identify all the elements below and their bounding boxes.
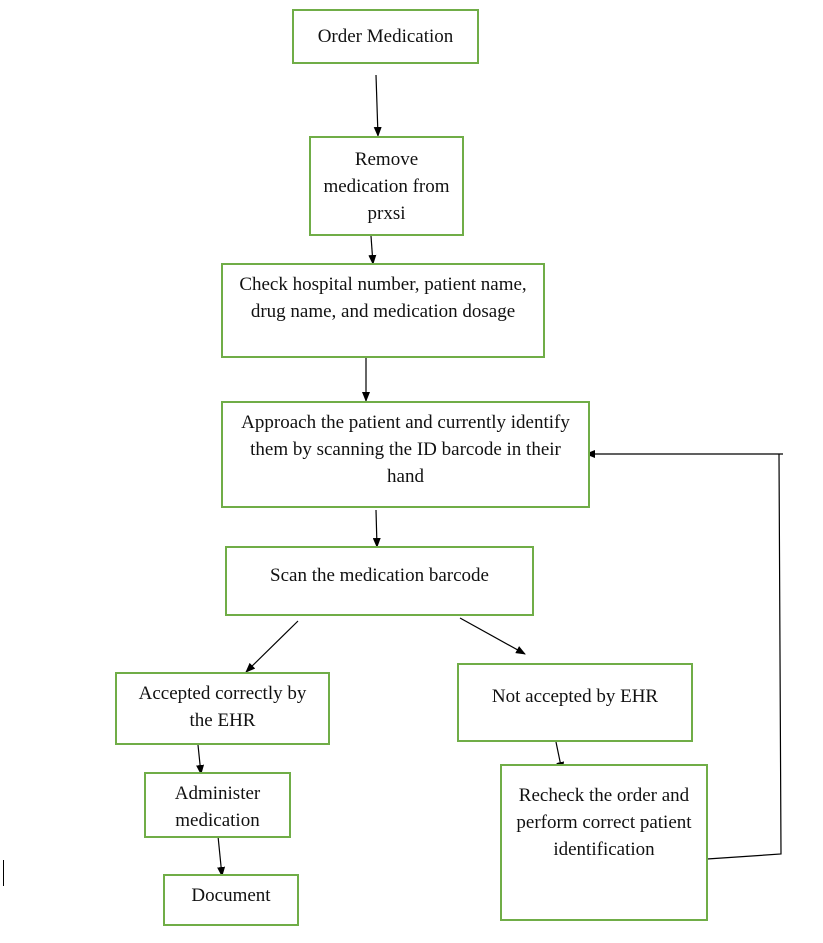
edge-scan-to-accepted	[245, 620, 299, 673]
text-cursor-mark	[3, 860, 4, 886]
node-label: Check hospital number, patient name, dru…	[239, 274, 527, 322]
node-accepted: Accepted correctly by the EHR	[115, 672, 330, 745]
edge-administer-to-document	[217, 835, 226, 877]
node-check-details: Check hospital number, patient name, dru…	[221, 263, 545, 358]
node-label: Approach the patient and currently ident…	[241, 412, 570, 487]
node-administer: Administer medication	[144, 772, 291, 838]
node-label: Document	[191, 885, 271, 906]
node-label: Accepted correctly by the EHR	[138, 683, 307, 731]
node-label: Not accepted by EHR	[491, 686, 659, 707]
edge-accepted-to-administer	[196, 744, 205, 775]
node-remove-medication: Remove medication from prxsi	[309, 136, 464, 236]
node-label: Scan the medication barcode	[270, 565, 489, 586]
edge-order-to-remove	[373, 74, 382, 137]
node-label: Remove medication from prxsi	[323, 149, 450, 224]
edge-remove-to-check	[368, 235, 377, 265]
edge-recheck-to-approach	[585, 450, 783, 860]
node-document: Document	[163, 874, 299, 926]
node-label: Order Medication	[317, 26, 454, 47]
edge-scan-to-not-accepted	[459, 617, 526, 655]
node-recheck: Recheck the order and perform correct pa…	[500, 764, 708, 921]
node-scan-barcode: Scan the medication barcode	[225, 546, 534, 616]
node-not-accepted: Not accepted by EHR	[457, 663, 693, 742]
edge-approach-to-scan	[372, 509, 381, 548]
node-order-medication: Order Medication	[292, 9, 479, 64]
node-label: Recheck the order and perform correct pa…	[516, 785, 692, 860]
node-approach-patient: Approach the patient and currently ident…	[221, 401, 590, 508]
node-label: Administer medication	[174, 783, 261, 831]
